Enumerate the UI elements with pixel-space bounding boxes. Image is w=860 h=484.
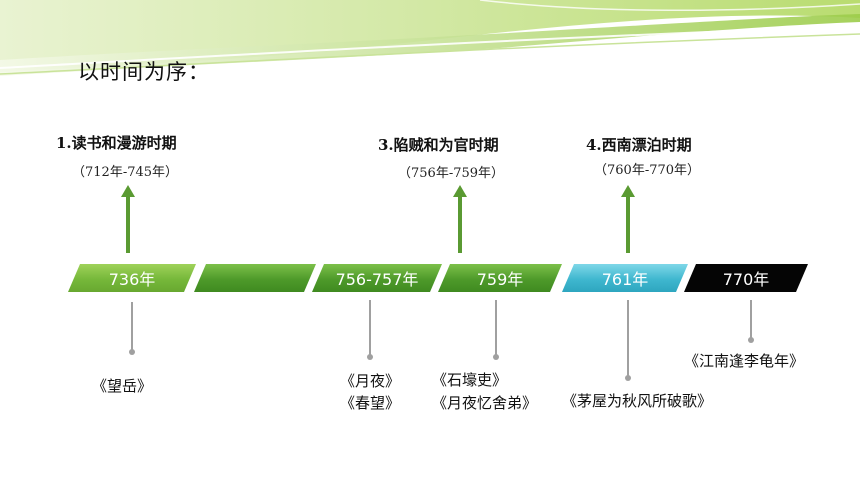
timeline-segment-736: 736年 [68,264,196,292]
period-range-3: （756年-759年） [398,166,505,181]
timeline-segment-761: 761年 [562,264,688,292]
up-arrow-icon [121,185,135,253]
poem-yueye: 《月夜》 [340,372,401,390]
connector-dot [129,349,135,355]
connector-line [131,302,133,350]
poem-maowu: 《茅屋为秋风所破歌》 [562,392,713,410]
poem-wangyue: 《望岳》 [92,377,153,395]
page-heading: 以时间为序： [78,60,210,84]
connector-line [627,300,629,376]
timeline-segment-770: 770年 [684,264,808,292]
poem-jiangnan: 《江南逢李龟年》 [684,352,805,370]
period-title-1: 1.读书和漫游时期 [56,134,177,152]
connector-dot [625,375,631,381]
poem-chunwang: 《春望》 [340,394,401,412]
timeline-segment-759: 759年 [438,264,562,292]
connector-dot [493,354,499,360]
connector-line [495,300,497,356]
period-title-4: 4.西南漂泊时期 [586,136,692,154]
period-title-3: 3.陷贼和为官时期 [378,136,499,154]
poem-yueye-yi-shedi: 《月夜忆舍弟》 [432,394,538,412]
up-arrow-icon [453,185,467,253]
period-range-4: （760年-770年） [594,163,701,178]
connector-dot [748,337,754,343]
poem-shihaoli: 《石壕吏》 [432,371,508,389]
header-swoosh-decoration [0,0,860,76]
connector-line [750,300,752,338]
timeline-segment-756-757: 756-757年 [312,264,442,292]
timeline-segment-blank [194,264,316,292]
connector-line [369,300,371,356]
up-arrow-icon [621,185,635,253]
connector-dot [367,354,373,360]
period-range-1: （712年-745年） [72,165,179,180]
